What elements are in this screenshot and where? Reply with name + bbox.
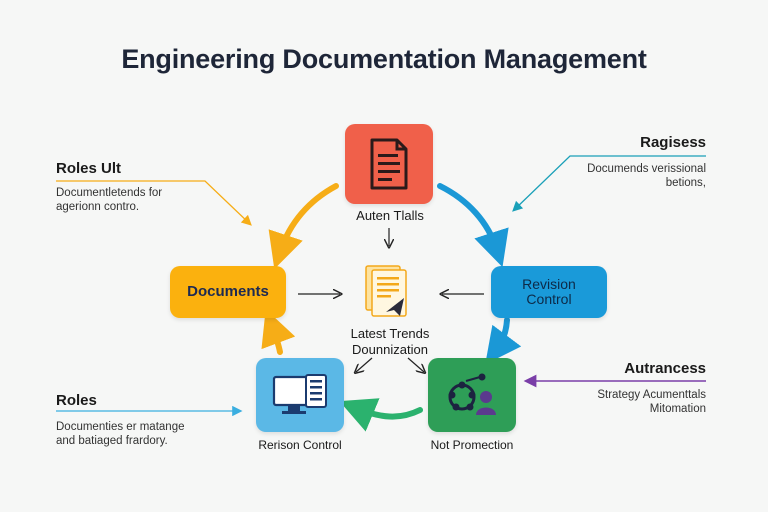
arrow-center-to-bottom-right (407, 357, 424, 372)
center-caption-trends: Latest Trends (350, 326, 430, 341)
audit-trails-node[interactable] (345, 124, 433, 204)
arrow-revision-to-bottom-right (485, 317, 522, 365)
page-title: Engineering Documentation Management (121, 44, 647, 74)
note-bottom-left-title: Roles (56, 392, 97, 409)
note-top-right-line2: betions, (665, 177, 706, 189)
revision-control-monitor-node[interactable] (256, 358, 344, 432)
bottom-left-caption: Rerison Control (258, 438, 342, 452)
revision-control-node[interactable]: Revision Control (491, 266, 607, 318)
arrow-center-to-bottom-left (356, 357, 373, 372)
callout-top-right-line (512, 155, 706, 212)
center-caption-dounnization: Dounnization (352, 342, 428, 357)
bottom-right-caption: Not Promection (430, 438, 514, 452)
callout-top-left-line (56, 180, 252, 226)
note-top-right-title: Ragisess (640, 134, 706, 151)
arrow-bottom-right-to-bottom-left (339, 398, 423, 432)
arrow-top-to-documents (268, 183, 339, 270)
note-top-left-line2: agerionn contro. (56, 201, 140, 213)
stacked-documents-icon (365, 265, 407, 317)
arrow-bottom-left-to-documents (261, 309, 296, 355)
protection-node[interactable] (428, 358, 516, 432)
documents-node[interactable]: Documents (170, 266, 286, 318)
note-bottom-left-line2: and batiaged frardory. (56, 435, 168, 447)
note-bottom-right-title: Autrancess (624, 360, 706, 377)
note-top-left-title: Roles Ult (56, 160, 122, 177)
document-icon (370, 138, 408, 190)
monitor-icon (272, 374, 327, 414)
note-bottom-right-line2: Mitomation (649, 403, 706, 415)
team-network-icon (448, 373, 496, 415)
center-documents[interactable] (360, 262, 420, 324)
arrow-top-to-revision (437, 183, 509, 268)
note-top-right-line1: Documends verissional (587, 163, 706, 175)
note-top-left-line1: Documentletends for (56, 187, 163, 199)
note-bottom-right-line1: Strategy Acumenttals (597, 389, 706, 401)
note-bottom-left-line1: Documenties er matange (56, 421, 185, 433)
documents-label: Documents (187, 282, 269, 300)
audit-trails-caption: Auten Tlalls (356, 208, 424, 223)
revision-control-label: Revision Control (522, 275, 576, 307)
